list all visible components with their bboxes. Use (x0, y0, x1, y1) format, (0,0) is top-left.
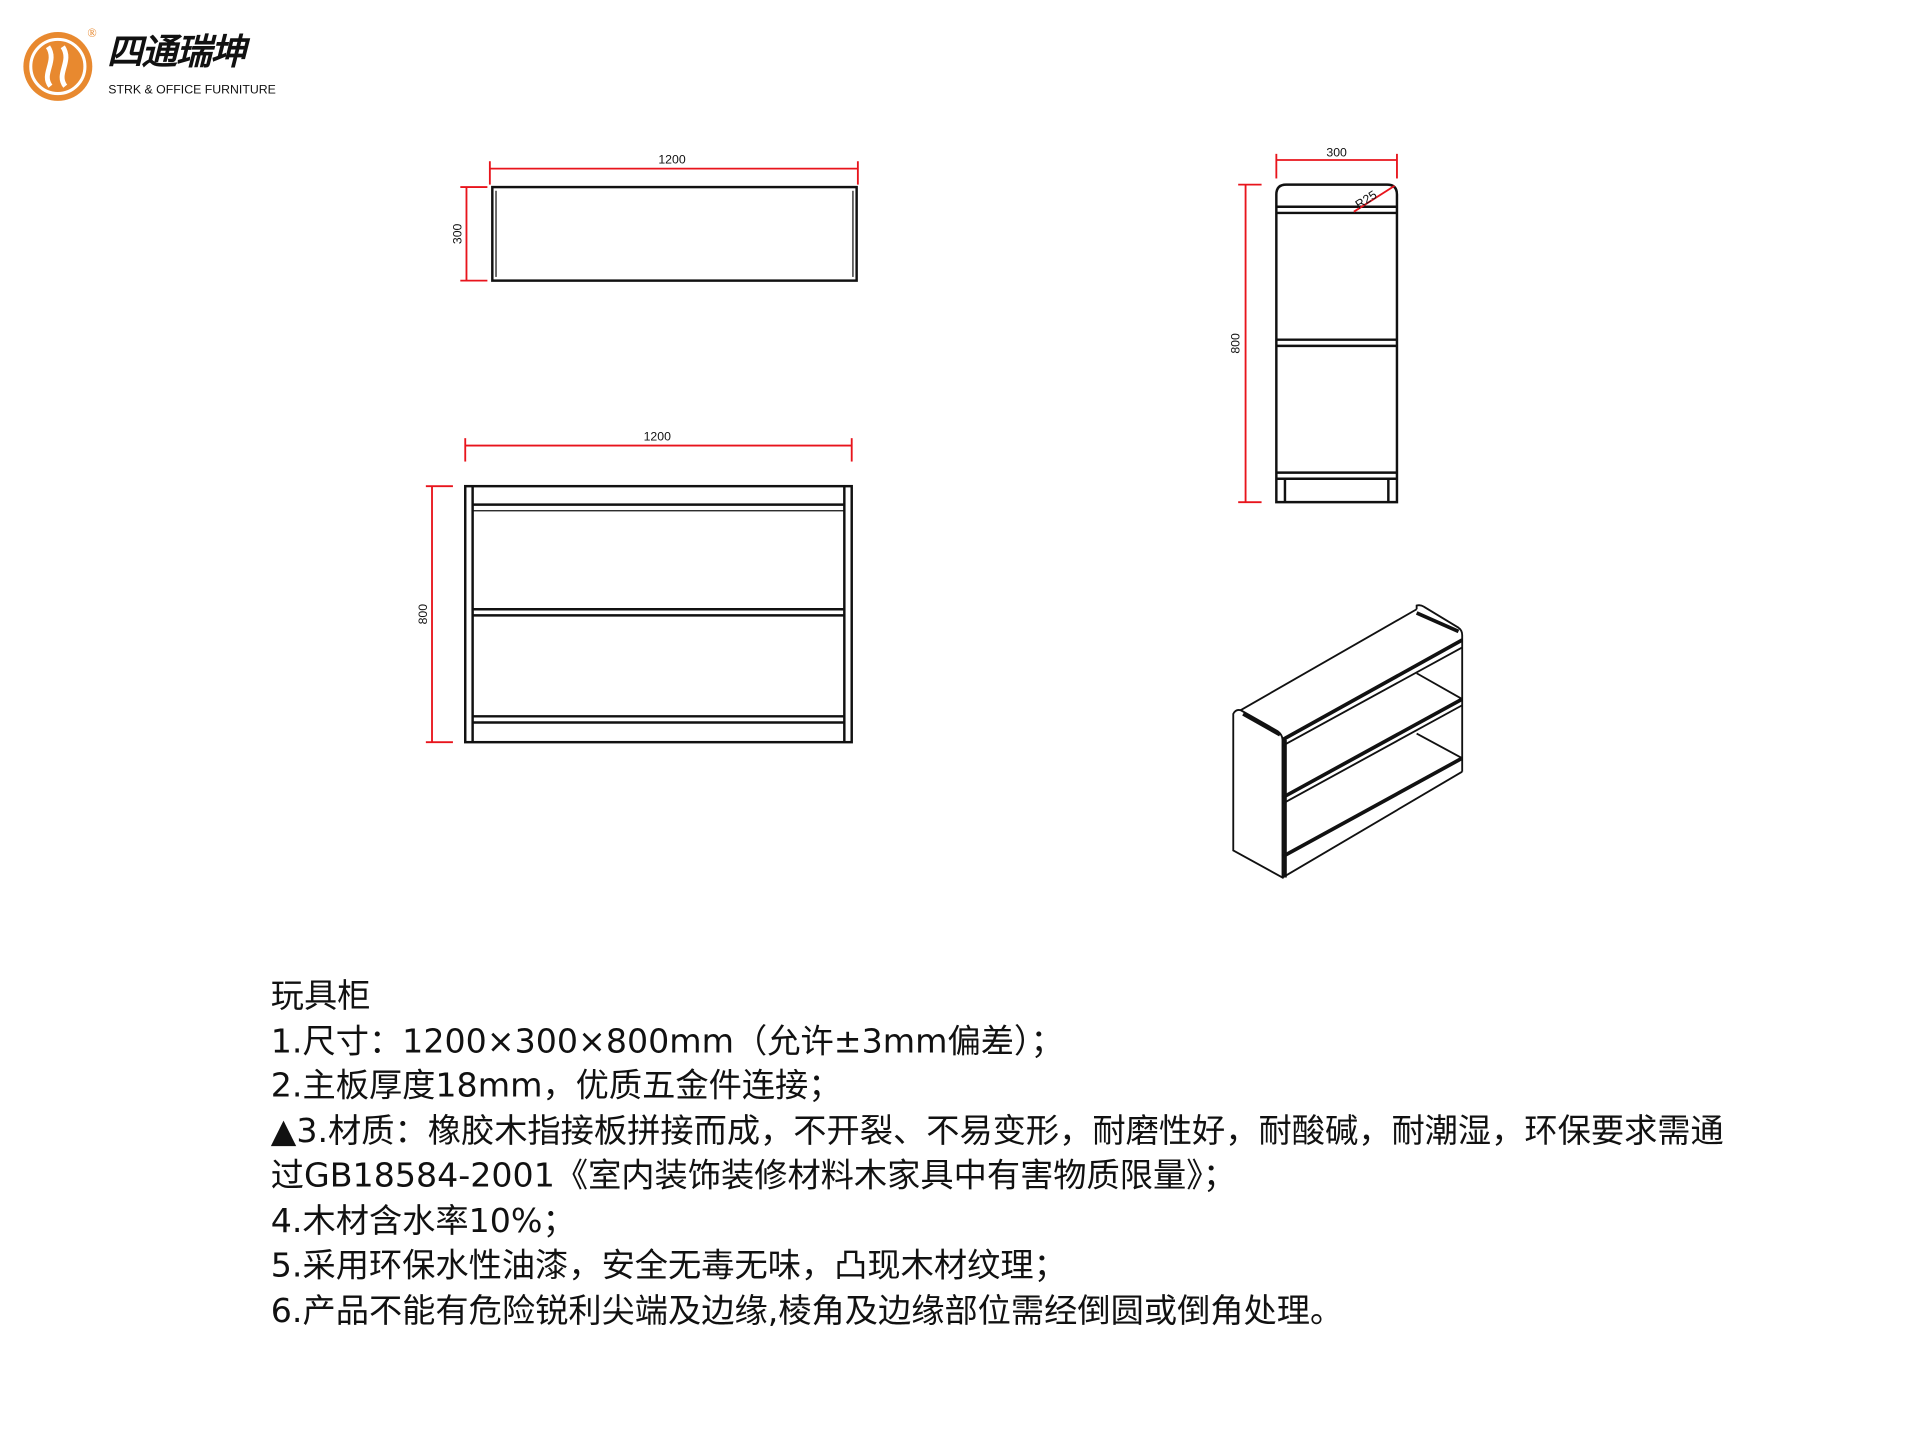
plan-width-label: 1200 (658, 153, 686, 167)
product-specification: 玩具柜 1.尺寸：1200×300×800mm（允许±3mm偏差）； 2.主板厚… (271, 975, 1748, 1334)
logo-english-name: STRK & OFFICE FURNITURE (108, 83, 276, 98)
corner-radius-label: R25 (1353, 188, 1380, 212)
side-view (1238, 153, 1399, 504)
registered-mark: ® (87, 26, 96, 40)
product-title: 玩具柜 (270, 977, 371, 1016)
brand-logo: ® 四通瑞坤 STRK & OFFICE FURNITURE (18, 24, 312, 106)
spec-item-edges: 6.产品不能有危险锐利尖端及边缘,棱角及边缘部位需经倒圆或倒角处理。 (270, 1291, 1344, 1330)
spec-item-size: 1.尺寸：1200×300×800mm（允许±3mm偏差）； (270, 1022, 1064, 1061)
plan-depth-label: 300 (451, 223, 465, 244)
isometric-view (1232, 604, 1464, 880)
spec-item-paint: 5.采用环保水性油漆，安全无毒无味，凸现木材纹理； (270, 1246, 1067, 1285)
front-height-label: 800 (416, 604, 430, 625)
spec-item-material: ▲3.材质：橡胶木指接板拼接而成，不开裂、不易变形，耐磨性好，耐酸碱，耐潮湿，环… (270, 1112, 1724, 1196)
logo-chinese-name: 四通瑞坤 (107, 30, 246, 73)
spec-item-thickness: 2.主板厚度18mm，优质五金件连接； (270, 1067, 842, 1106)
logo-mark-icon: ® (23, 26, 97, 101)
side-depth-label: 300 (1326, 145, 1347, 159)
front-width-label: 1200 (644, 430, 672, 444)
plan-view (460, 161, 859, 282)
spec-item-moisture: 4.木材含水率10%； (270, 1201, 576, 1241)
side-height-label: 800 (1228, 333, 1242, 354)
front-view (425, 438, 853, 744)
